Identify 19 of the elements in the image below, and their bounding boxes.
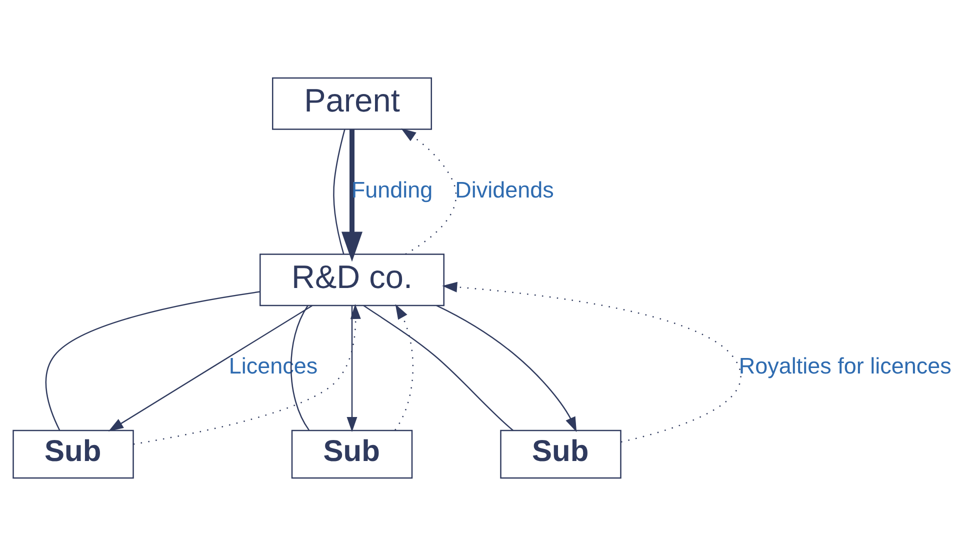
node-box: Sub bbox=[291, 430, 413, 479]
edge-label: Royalties for licences bbox=[738, 354, 952, 378]
edge-label: Dividends bbox=[455, 177, 554, 202]
node-box: R&D co. bbox=[260, 254, 444, 306]
connector bbox=[363, 305, 514, 431]
arrow bbox=[436, 305, 577, 432]
connector bbox=[333, 129, 346, 254]
arrow bbox=[108, 305, 312, 432]
connector bbox=[45, 291, 260, 430]
connector bbox=[290, 305, 310, 430]
arrow bbox=[346, 306, 358, 432]
arrow bbox=[133, 304, 361, 445]
arrow bbox=[394, 304, 414, 430]
arrow bbox=[341, 129, 363, 262]
arrow bbox=[401, 128, 457, 255]
node-box: Parent bbox=[272, 77, 432, 130]
node-box: Sub bbox=[500, 430, 622, 479]
arrow bbox=[442, 282, 742, 443]
node-box: Sub bbox=[12, 430, 134, 479]
